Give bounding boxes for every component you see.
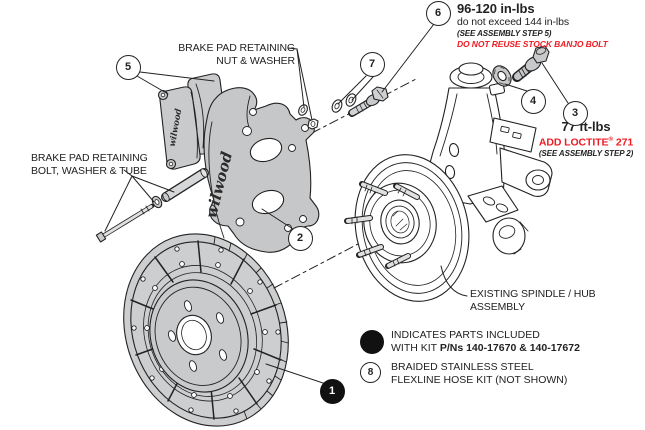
wheel-stud	[393, 183, 420, 200]
rotor-drilled-holes	[131, 246, 281, 414]
callout-4: 4	[520, 88, 546, 114]
callout-7: 7	[359, 51, 385, 77]
caliper-bridge-window	[251, 189, 285, 215]
caliper-bridge-window	[249, 137, 283, 163]
pad-retaining-bolt	[95, 203, 155, 243]
pad-retaining-tube	[161, 168, 209, 202]
wheel-stud	[344, 215, 373, 225]
pad-retaining-washer	[151, 195, 163, 209]
pad-nut-washer-label: BRAKE PAD RETAINING NUT & WASHER	[178, 42, 295, 67]
callout-3: 3	[562, 100, 588, 126]
callout-6: 6	[425, 0, 451, 26]
legend-included-text: INDICATES PARTS INCLUDED WITH KIT P/Ns 1…	[391, 329, 580, 354]
knuckle-hole	[444, 165, 456, 179]
spindle-bolt-washer	[492, 65, 512, 87]
callout-2: 2	[287, 225, 313, 251]
spindle-bolt-assembly-step: (SEE ASSEMBLY STEP 2)	[538, 148, 634, 158]
banjo-torque-value: 96-120 in-lbs	[457, 1, 535, 16]
wheel-stud	[385, 253, 411, 269]
pad-retaining-hardware	[95, 168, 209, 243]
lower-bracket	[437, 185, 529, 257]
callout-1: 1	[319, 378, 345, 404]
banjo-warning: DO NOT REUSE STOCK BANJO BOLT	[457, 39, 608, 49]
spindle-bolt-torque-note: 77 ft-lbs ADD LOCTITE® 271 (SEE ASSEMBLY…	[520, 120, 645, 159]
banjo-assembly-step: (SEE ASSEMBLY STEP 5)	[457, 29, 552, 38]
callout-8: 8	[360, 362, 381, 383]
banjo-bolt	[348, 86, 389, 117]
legend-hose-text: BRAIDED STAINLESS STEEL FLEXLINE HOSE KI…	[391, 361, 568, 386]
kit-part-numbers: P/Ns 140-17670 & 140-17672	[439, 342, 580, 354]
pad-bolt-tube-label: BRAKE PAD RETAINING BOLT, WASHER & TUBE	[31, 152, 148, 177]
hub-flange	[363, 182, 437, 264]
wheel-studs	[344, 181, 420, 269]
leader-lines	[104, 23, 569, 384]
spindle-hub-label: EXISTING SPINDLE / HUB ASSEMBLY	[470, 288, 596, 313]
wheel-stud	[359, 181, 388, 196]
caliper-ear-hole	[299, 215, 307, 223]
rotor-lug-holes	[168, 300, 227, 372]
wheel-stud	[356, 244, 384, 258]
knuckle-top-boss	[449, 62, 506, 96]
brake-rotor	[123, 233, 289, 427]
spindle-bolt	[512, 45, 550, 82]
caliper-ear-hole	[301, 124, 309, 132]
callout-5: 5	[115, 54, 141, 80]
loctite-note: ADD LOCTITE® 271	[538, 136, 634, 149]
strut-bracket	[489, 117, 553, 197]
rotor-hat	[149, 279, 249, 393]
pad-retaining-nut-washer	[298, 104, 319, 130]
banjo-torque-limit: do not exceed 144 in-lbs	[457, 16, 570, 28]
legend-included-dot	[360, 330, 384, 354]
spindle-knuckle	[344, 62, 553, 302]
knuckle-hole	[448, 143, 460, 157]
brake-caliper	[203, 87, 320, 253]
banjo-torque-note: 96-120 in-lbs do not exceed 144 in-lbs (…	[457, 2, 608, 50]
